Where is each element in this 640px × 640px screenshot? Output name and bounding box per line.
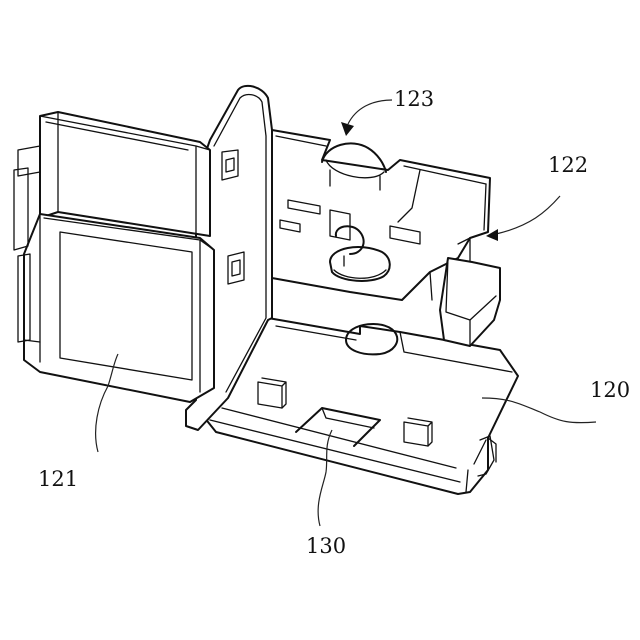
ref-130-label: 130 [306, 534, 346, 558]
ref-120-label: 120 [590, 378, 630, 402]
leader-123 [341, 100, 392, 136]
ref-121-label: 121 [38, 467, 78, 491]
ref-123-label: 123 [394, 87, 434, 111]
ref-122-label: 122 [548, 153, 588, 177]
connector-121 [14, 112, 214, 402]
leader-122 [486, 196, 560, 241]
